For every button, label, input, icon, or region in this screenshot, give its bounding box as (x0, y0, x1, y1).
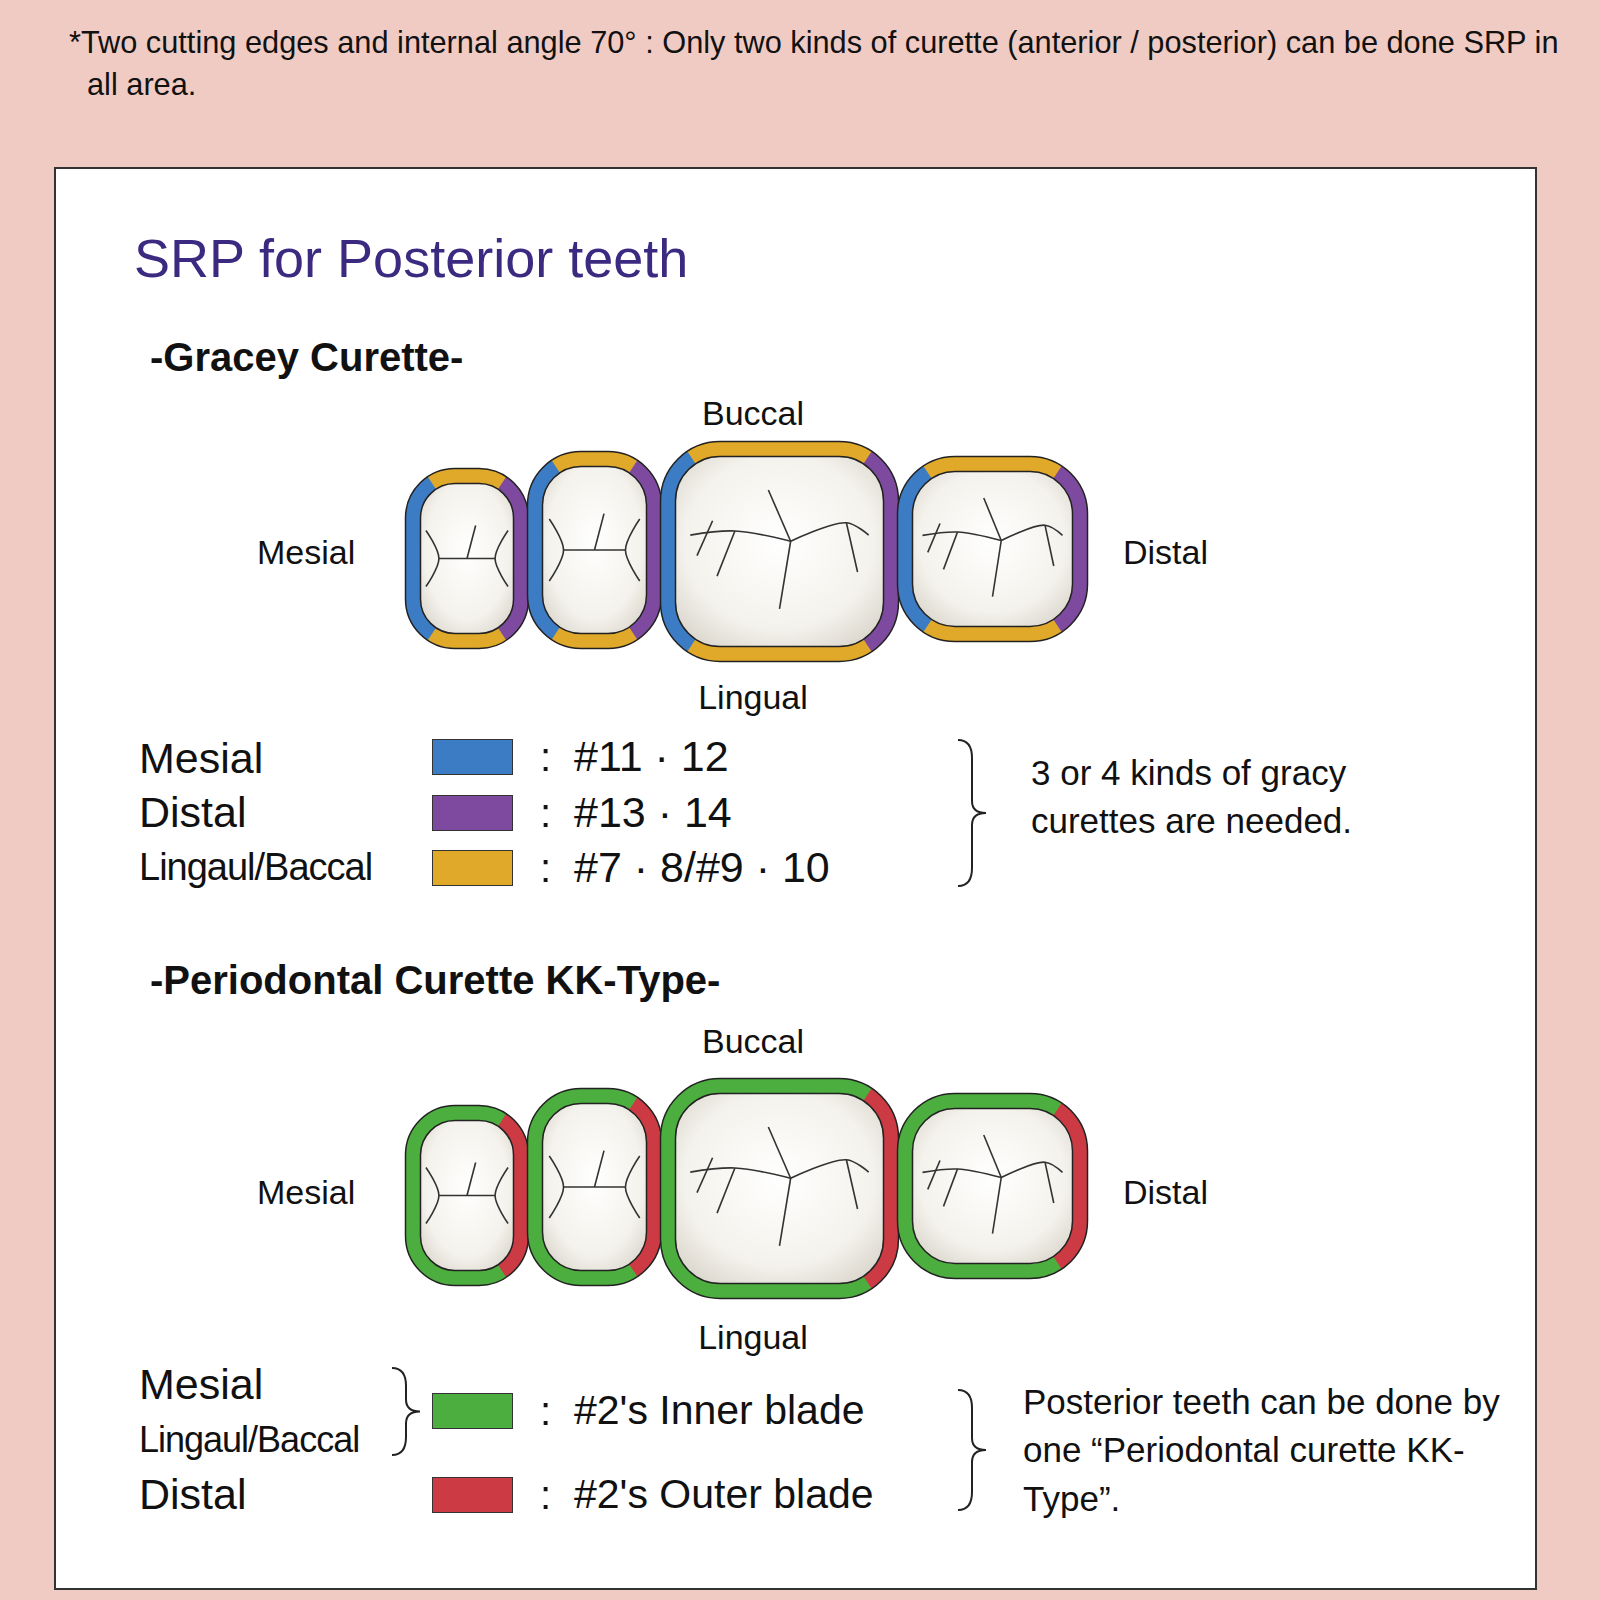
tooth (661, 442, 899, 662)
row-label: Lingaul/Baccal (139, 845, 372, 891)
separator: : (540, 1471, 551, 1519)
tooth (528, 452, 662, 649)
tooth (898, 1094, 1088, 1279)
panel (55, 168, 1536, 1589)
separator: : (540, 1387, 551, 1435)
tooth (528, 1089, 662, 1286)
tooth (406, 469, 529, 649)
separator: : (540, 789, 551, 837)
direction-label: Lingual (698, 1317, 808, 1358)
section-heading: -Periodontal Curette KK-Type- (150, 956, 720, 1004)
side-note: Posterior teeth can be done by one “Peri… (1023, 1378, 1523, 1523)
legend-text: #13 · 14 (574, 787, 732, 839)
legend-swatch (432, 795, 513, 831)
direction-label: Mesial (257, 1172, 355, 1213)
legend-text: #7 · 8/#9 · 10 (574, 842, 830, 894)
direction-label: Distal (1123, 532, 1208, 573)
direction-label: Buccal (702, 393, 804, 434)
direction-label: Mesial (257, 532, 355, 573)
row-label: Mesial (139, 733, 263, 785)
direction-label: Distal (1123, 1172, 1208, 1213)
side-note: 3 or 4 kinds of gracy curettes are neede… (1031, 749, 1451, 846)
title: SRP for Posterior teeth (134, 226, 688, 291)
row-label: Distal (139, 1469, 247, 1521)
legend-text: #2's Inner blade (574, 1386, 864, 1435)
legend-swatch (432, 1477, 513, 1513)
direction-label: Buccal (702, 1021, 804, 1062)
brace (958, 1390, 986, 1510)
separator: : (540, 733, 551, 781)
direction-label: Lingual (698, 677, 808, 718)
legend-swatch (432, 739, 513, 775)
row-label: Distal (139, 787, 247, 839)
legend-text: #2's Outer blade (574, 1470, 874, 1519)
legend-swatch (432, 1393, 513, 1429)
legend-text: #11 · 12 (574, 731, 729, 783)
brace (392, 1368, 420, 1455)
tooth (406, 1106, 529, 1286)
section-heading: -Gracey Curette- (150, 333, 463, 381)
tooth (898, 457, 1088, 642)
braces (392, 740, 986, 1510)
row-label: Lingaul/Baccal (139, 1418, 359, 1461)
separator: : (540, 844, 551, 892)
teeth-illustration (406, 442, 1088, 1299)
row-label: Mesial (139, 1359, 263, 1411)
tooth (661, 1079, 899, 1299)
note: *Two cutting edges and internal angle 70… (69, 22, 1587, 107)
legend-swatch (432, 850, 513, 886)
brace (958, 740, 986, 886)
